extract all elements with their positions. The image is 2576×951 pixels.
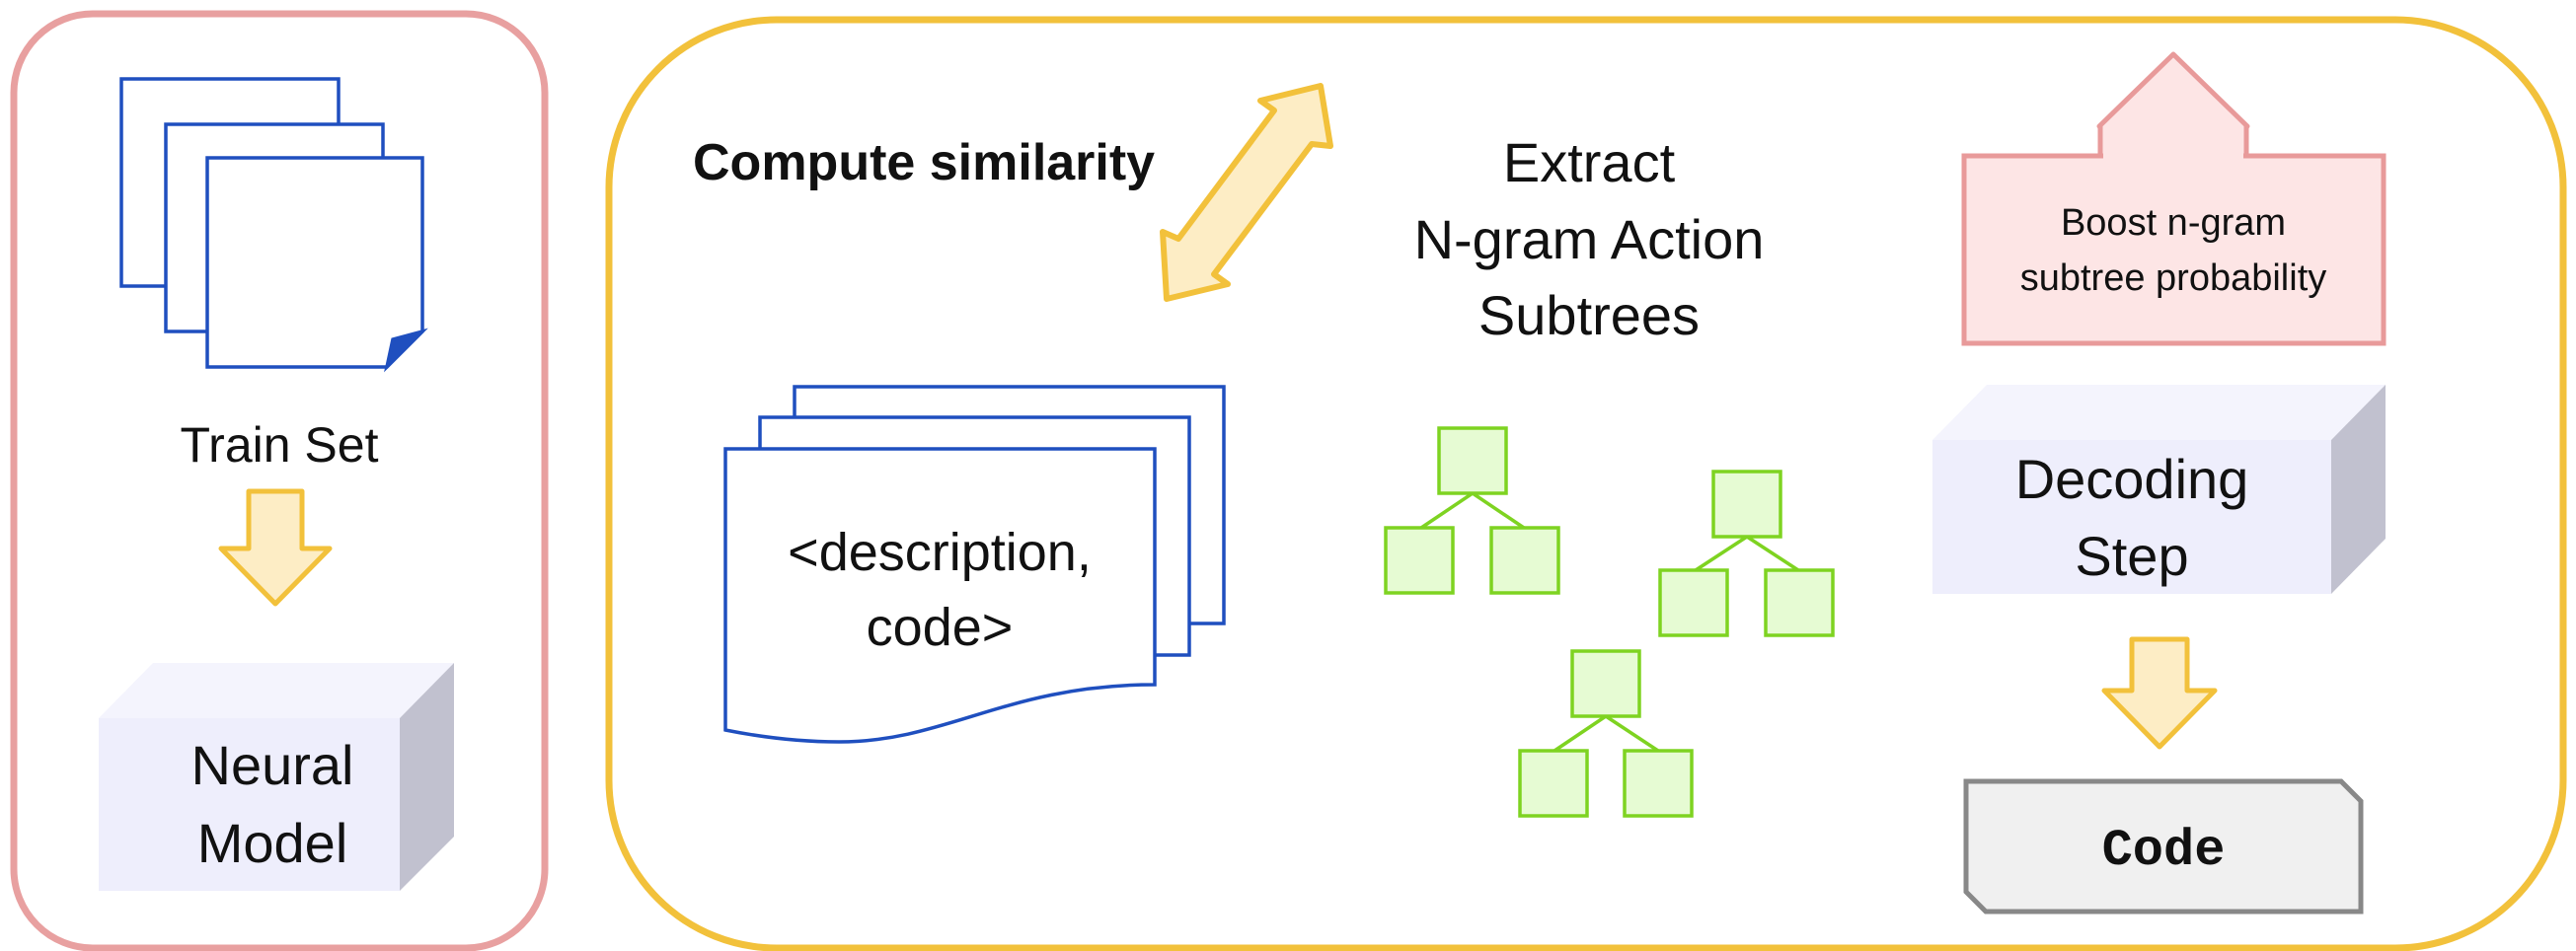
subtree-icon [1384,426,1560,595]
extract-label-line2: N-gram Action [1414,208,1765,270]
extract-label-line3: Subtrees [1478,284,1700,346]
train-set-label: Train Set [180,417,378,473]
left-panel [10,10,549,951]
neural-model-label-line2: Model [197,812,348,874]
subtree-icon [1658,470,1835,637]
down-arrow-icon [2101,636,2218,750]
examples-documents-icon [723,385,1226,744]
code-output-box [1963,778,2364,914]
boost-label-line1: Boost n-gram [2061,202,2286,244]
train-set-documents-icon [119,77,428,373]
extract-label-line1: Extract [1503,131,1676,193]
main-panel [605,16,2567,951]
neural-model-block [99,663,454,891]
compute-similarity-label: Compute similarity [693,134,1155,191]
example-pair-label-line1: <description, [788,523,1092,582]
boost-arrow-head-icon [2096,51,2250,159]
decoding-step-block [1932,385,2386,594]
subtree-icon [1518,649,1694,818]
code-label: Code [2102,822,2226,880]
down-arrow-icon [218,488,333,607]
neural-model-label-line1: Neural [191,734,354,796]
decoding-label-line1: Decoding [2015,448,2249,510]
double-arrow-icon [1160,83,1333,302]
decoding-label-line2: Step [2075,525,2188,587]
boost-label-line2: subtree probability [2020,257,2327,299]
example-pair-label-line2: code> [867,598,1014,657]
boost-up-arrow [1961,153,2387,346]
